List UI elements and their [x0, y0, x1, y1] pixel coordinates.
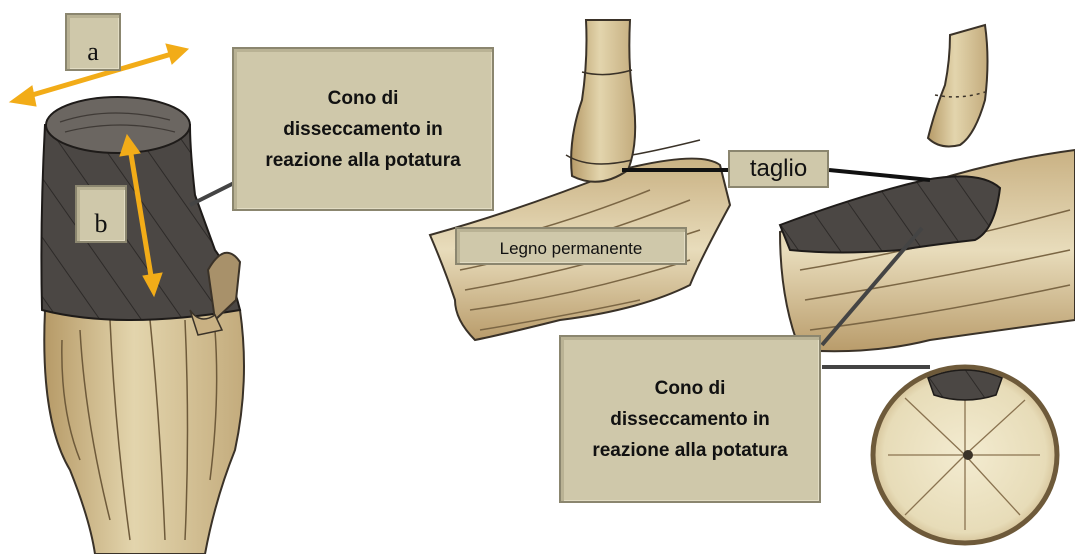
- cross-section-pith: [963, 450, 973, 460]
- middle-shoot: [571, 20, 635, 182]
- cross-section: [873, 367, 1057, 543]
- right-removed-shoot: [928, 25, 988, 146]
- leader-line-cut-right: [829, 170, 930, 180]
- left-stump: [41, 97, 244, 554]
- arrow-a-head-left: [10, 86, 36, 106]
- arrow-a-head-right: [166, 44, 188, 64]
- cross-section-dry-cone: [928, 370, 1002, 400]
- label-b: b: [75, 185, 127, 243]
- label-cut: taglio: [728, 150, 829, 188]
- leader-line-left: [190, 182, 236, 205]
- label-cone-left: Cono di disseccamento in reazione alla p…: [232, 47, 494, 211]
- label-cone-right: Cono di disseccamento in reazione alla p…: [559, 335, 821, 503]
- label-a: a: [65, 13, 121, 71]
- right-trunk: [780, 25, 1075, 351]
- label-permanent-wood: Legno permanente: [455, 227, 687, 265]
